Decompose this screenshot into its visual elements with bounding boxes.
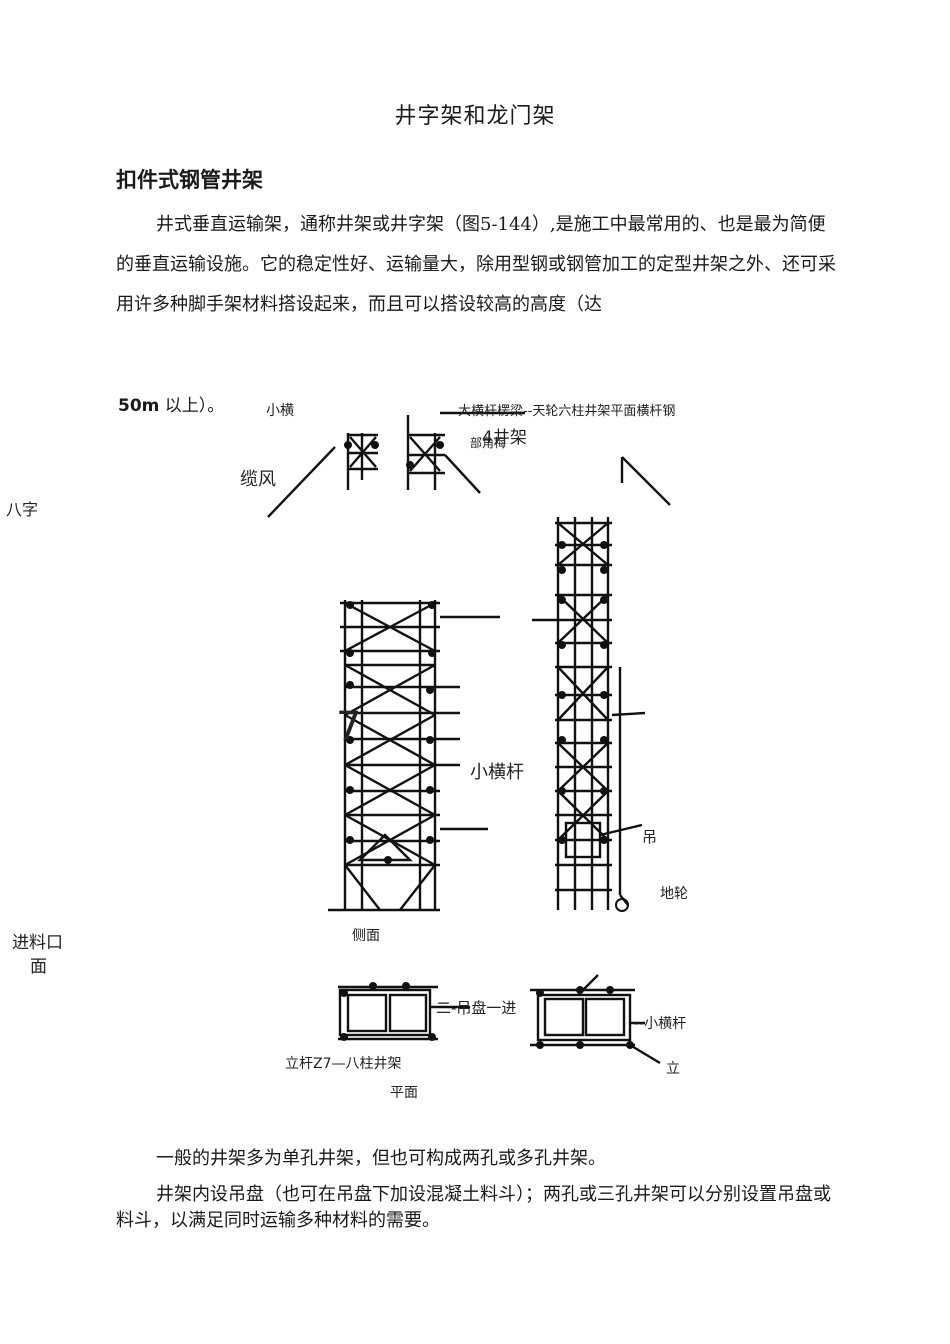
label-side-view: 侧面 [352, 928, 380, 944]
label-small-crossbar: 小横杆 [470, 762, 524, 783]
paragraph-1: 井式垂直运输架，通称井架或井字架（图5-144）,是施工中最常用的、也是最为简便… [116, 205, 836, 325]
label-ground-wheel: 地轮 [660, 886, 688, 902]
label-top-right-sub: 部角梅 [470, 435, 506, 450]
label-small-bar-top: 小横 [266, 403, 294, 419]
label-face: 面 [30, 957, 47, 977]
label-seven: 7 [336, 704, 361, 750]
label-upright: 立 [666, 1061, 680, 1077]
label-eight-column: 立杆Z7—八柱井架 [285, 1056, 402, 1072]
label-guy-wire: 缆风 [240, 469, 276, 490]
label-feed-opening: 进料口 [12, 933, 63, 953]
section-heading: 扣件式钢管井架 [116, 168, 263, 192]
paragraph-1-continuation: 50m 以上）。 [118, 391, 224, 416]
label-top-right: 大横杆楞梁--天轮六柱井架平面横杆钢 [458, 404, 675, 419]
well-frame-figure: 小横 大横杆楞梁--天轮六柱井架平面横杆钢 部角梅 4井架 缆风 八字 7 小横… [6, 403, 688, 1101]
paragraph-1-text: 井式垂直运输架，通称井架或井字架（图5-144）,是施工中最常用的、也是最为简便… [116, 214, 836, 315]
label-plan: 平面 [390, 1085, 418, 1101]
label-hanger: 吊 [642, 828, 657, 846]
paragraph-2: 一般的井架多为单孔井架，但也可构成两孔或多孔井架。 [156, 1148, 606, 1169]
height-value: 50m [118, 396, 160, 416]
paragraph-3: 井架内设吊盘（也可在吊盘下加设混凝土料斗）；两孔或三孔井架可以分别设置吊盘或料斗… [116, 1184, 831, 1231]
paragraph-1-tail: 以上）。 [159, 396, 225, 416]
label-bazi: 八字 [6, 500, 38, 519]
page-title: 井字架和龙门架 [394, 104, 556, 129]
label-small-crossbar-2: --小横杆 [634, 1016, 686, 1032]
label-four-well: 4井架 [482, 428, 527, 448]
label-hanging-plate: 二-吊盘一进 [436, 999, 516, 1017]
